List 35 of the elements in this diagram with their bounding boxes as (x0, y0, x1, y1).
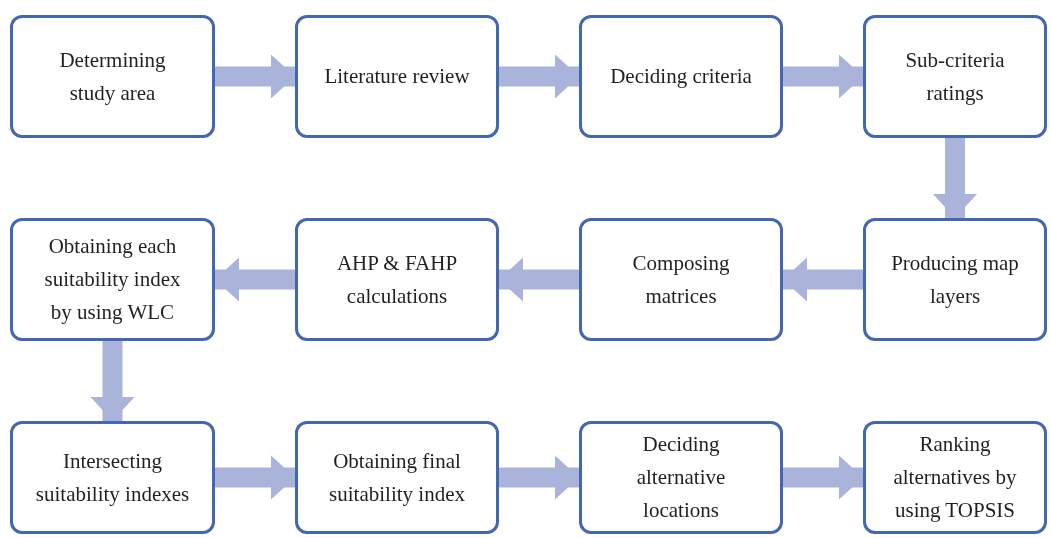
process-box (10, 421, 215, 534)
step-label: Obtaining final suitability index (328, 447, 466, 508)
step-label: Determining study area (58, 46, 167, 107)
block-arrow (783, 455, 863, 500)
step-label: Intersecting suitability indexes (34, 447, 191, 508)
block-arrow (215, 54, 295, 99)
step-label: Literature review (323, 63, 471, 90)
process-box (579, 421, 783, 534)
block-arrow (215, 455, 295, 500)
block-arrow (783, 54, 863, 99)
process-box (295, 15, 499, 138)
block-arrow (499, 257, 579, 302)
step-label: Ranking alternatives by using TOPSIS (892, 431, 1018, 524)
process-box (295, 421, 499, 534)
process-box (10, 218, 215, 341)
step-label: Sub-criteria ratings (904, 46, 1006, 107)
process-box (863, 15, 1047, 138)
process-box (579, 15, 783, 138)
block-arrow (215, 257, 295, 302)
step-label: Deciding criteria (609, 63, 753, 90)
step-label: Obtaining each suitability index by using WLC (43, 233, 182, 326)
step-label: Composing matrices (631, 249, 731, 310)
block-arrow (90, 341, 135, 421)
process-box (10, 15, 215, 138)
block-arrow (783, 257, 863, 302)
process-box (863, 421, 1047, 534)
step-label: Producing map layers (890, 249, 1020, 310)
process-box (295, 218, 499, 341)
block-arrow (933, 138, 977, 218)
block-arrow (499, 455, 579, 500)
process-box (579, 218, 783, 341)
step-label: AHP & FAHP calculations (335, 249, 459, 310)
process-box (863, 218, 1047, 341)
step-label: Deciding alternative locations (635, 431, 727, 524)
block-arrow (499, 54, 579, 99)
